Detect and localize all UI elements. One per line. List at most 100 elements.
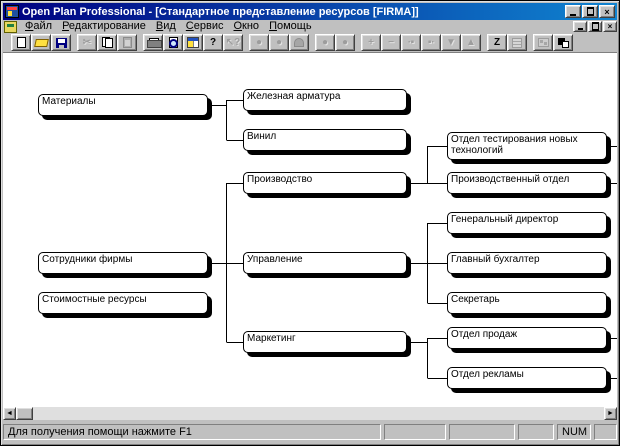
save-icon	[55, 37, 67, 48]
num-lock-indicator: NUM	[557, 424, 591, 440]
resource-node-iron_fittings[interactable]: Железная арматура	[243, 89, 407, 111]
resource-node-label: Управление	[247, 254, 303, 265]
resource-node-label: Винил	[247, 131, 277, 142]
resource-table-button[interactable]	[183, 34, 203, 51]
scrollbar-track[interactable]	[33, 407, 604, 420]
app-icon[interactable]	[5, 5, 19, 18]
move-down-icon: ▼	[446, 36, 456, 48]
menu-bar: Файл Редактирование Вид Сервис Окно Помо…	[3, 20, 617, 33]
copy-icon	[101, 37, 113, 48]
resource-node-label: Сотрудники фирмы	[42, 254, 133, 265]
resource-node-label: Стоимостные ресурсы	[42, 294, 147, 305]
new-icon	[16, 37, 26, 48]
resource-node-employees[interactable]: Сотрудники фирмы	[38, 252, 208, 274]
resource-node-label: Генеральный директор	[451, 214, 559, 225]
scrollbar-thumb[interactable]	[16, 407, 33, 420]
minimize-icon	[577, 28, 583, 30]
child-minimize-button[interactable]	[573, 21, 587, 32]
node-arch-button	[289, 34, 309, 51]
help-icon: ?	[209, 36, 217, 48]
remove-resource-button: −	[381, 34, 401, 51]
new-button[interactable]	[11, 34, 31, 51]
resource-node-label: Железная арматура	[247, 91, 341, 102]
close-icon: ×	[604, 6, 610, 17]
resource-node-secretary[interactable]: Секретарь	[447, 292, 607, 314]
save-button[interactable]	[51, 34, 71, 51]
restore-icon	[586, 7, 594, 16]
fit-view-icon	[557, 37, 569, 48]
menu-file[interactable]: Файл	[25, 20, 53, 32]
node-oval-right-button: ●	[335, 34, 355, 51]
node-circle-help-button: ●	[269, 34, 289, 51]
resource-node-cost[interactable]: Стоимостные ресурсы	[38, 292, 208, 314]
horizontal-scrollbar[interactable]: ◄ ►	[3, 407, 617, 420]
resource-node-sales_dept[interactable]: Отдел продаж	[447, 327, 607, 349]
resource-node-production[interactable]: Производство	[243, 172, 407, 194]
cut-button: ✂	[77, 34, 97, 51]
print-button[interactable]	[143, 34, 163, 51]
node-oval-left-button: ●	[315, 34, 335, 51]
status-message: Для получения помощи нажмите F1	[3, 424, 381, 440]
zoom-button[interactable]: Z	[487, 34, 507, 51]
restore-icon	[591, 22, 599, 31]
help-button[interactable]: ?	[203, 34, 223, 51]
add-resource-icon: +	[368, 36, 374, 48]
node-oval-left-icon: ●	[321, 36, 329, 48]
resource-node-vinyl[interactable]: Винил	[243, 129, 407, 151]
node-circle-help-icon: ●	[275, 36, 283, 48]
move-up-button: ▲	[461, 34, 481, 51]
resource-node-director[interactable]: Генеральный директор	[447, 212, 607, 234]
minimize-icon	[570, 13, 576, 16]
resource-node-accountant[interactable]: Главный бухгалтер	[447, 252, 607, 274]
status-panel-3	[518, 424, 554, 440]
scroll-left-button[interactable]: ◄	[3, 407, 16, 420]
node-oval-right-icon: ●	[341, 36, 349, 48]
resource-node-marketing[interactable]: Маркетинг	[243, 331, 407, 353]
resource-node-management[interactable]: Управление	[243, 252, 407, 274]
menu-window[interactable]: Окно	[233, 20, 260, 32]
notes-button	[507, 34, 527, 51]
menu-help[interactable]: Помощь	[269, 20, 312, 32]
resource-node-test_dept[interactable]: Отдел тестирования новых технологий	[447, 132, 607, 160]
context-help-icon: ↖?	[225, 36, 241, 48]
move-up-icon: ▲	[466, 36, 476, 48]
menu-service[interactable]: Сервис	[185, 20, 224, 32]
child-restore-button[interactable]	[588, 21, 602, 32]
node-arch-icon	[294, 38, 304, 47]
pane-layout-button	[533, 34, 553, 51]
print-preview-button[interactable]	[163, 34, 183, 51]
resource-node-label: Секретарь	[451, 294, 500, 305]
menu-edit[interactable]: Редактирование	[62, 20, 146, 32]
add-resource-button: +	[361, 34, 381, 51]
context-help-button: ↖?	[223, 34, 243, 51]
menu-view[interactable]: Вид	[155, 20, 176, 32]
node-circle-button: ●	[249, 34, 269, 51]
status-panel-4	[594, 424, 617, 440]
resource-node-label: Отдел рекламы	[451, 369, 524, 380]
restore-button[interactable]	[582, 5, 598, 18]
status-panel-2	[449, 424, 515, 440]
resource-node-ads_dept[interactable]: Отдел рекламы	[447, 367, 607, 389]
print-preview-icon	[168, 37, 178, 48]
copy-button[interactable]	[97, 34, 117, 51]
document-icon[interactable]	[4, 20, 17, 33]
resource-node-materials[interactable]: Материалы	[38, 94, 208, 116]
open-icon	[33, 38, 49, 47]
fit-view-button[interactable]	[553, 34, 573, 51]
resource-node-prod_dept[interactable]: Производственный отдел	[447, 172, 607, 194]
scroll-right-button[interactable]: ►	[604, 407, 617, 420]
open-button[interactable]	[31, 34, 51, 51]
close-button[interactable]: ×	[599, 5, 615, 18]
child-close-button[interactable]: ×	[603, 21, 617, 32]
link-nodes-icon: ∙▪	[407, 36, 415, 48]
unlink-nodes-button: ▪∙	[421, 34, 441, 51]
minimize-button[interactable]	[565, 5, 581, 18]
tree-connectors	[208, 100, 617, 379]
move-down-button: ▼	[441, 34, 461, 51]
link-nodes-button: ∙▪	[401, 34, 421, 51]
window-title: Open Plan Professional - [Стандартное пр…	[22, 5, 419, 18]
print-icon	[146, 37, 162, 48]
title-bar: Open Plan Professional - [Стандартное пр…	[3, 3, 617, 20]
